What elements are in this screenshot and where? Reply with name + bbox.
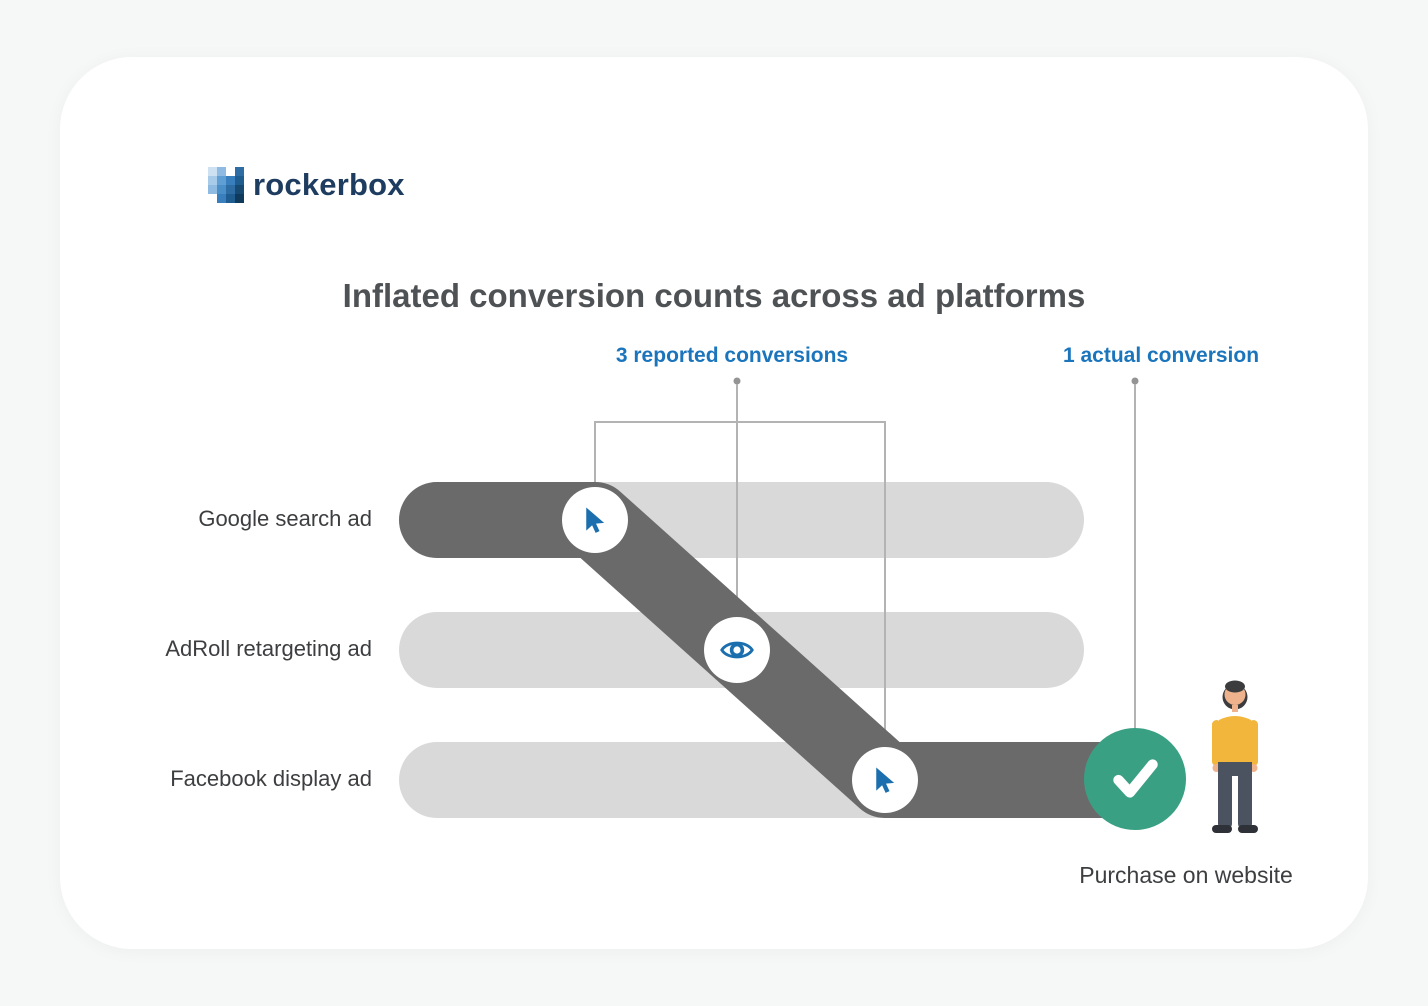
bar-facebook-display-ad xyxy=(399,742,1084,818)
reported-conversions-label: 3 reported conversions xyxy=(615,344,849,367)
diagram-title: Inflated conversion counts across ad pla… xyxy=(342,277,1086,314)
actual-conversion-label: 1 actual conversion xyxy=(1062,344,1260,367)
rockerbox-pixel-cube-icon xyxy=(208,167,244,203)
rockerbox-wordmark: rockerbox xyxy=(253,167,405,202)
purchase-caption: Purchase on website xyxy=(1079,862,1293,888)
bracket-left-drop-line xyxy=(594,421,596,520)
reported-leader-line xyxy=(736,384,738,650)
row-label-google-search-ad: Google search ad xyxy=(198,506,372,531)
reported-leader-dot xyxy=(733,377,741,385)
touchpoint-google-click xyxy=(562,487,628,553)
actual-leader-dot xyxy=(1131,377,1139,385)
person-illustration xyxy=(1212,680,1258,833)
checkmark-icon xyxy=(1113,759,1158,798)
conversion-check-badge xyxy=(1084,728,1186,830)
row-label-adroll-retargeting-ad: AdRoll retargeting ad xyxy=(165,636,372,661)
eye-impression-icon xyxy=(720,641,754,659)
bar-google-search-ad xyxy=(399,482,1084,558)
bracket-right-drop-line xyxy=(884,421,886,780)
reported-bracket-line xyxy=(594,421,885,423)
cursor-click-icon xyxy=(586,507,605,533)
row-label-facebook-display-ad: Facebook display ad xyxy=(170,766,372,791)
actual-leader-line xyxy=(1134,384,1136,729)
cursor-click-icon xyxy=(876,767,895,793)
rockerbox-logo: rockerbox xyxy=(208,167,405,203)
touchpoint-adroll-impression xyxy=(704,617,770,683)
touchpoint-facebook-click xyxy=(852,747,918,813)
